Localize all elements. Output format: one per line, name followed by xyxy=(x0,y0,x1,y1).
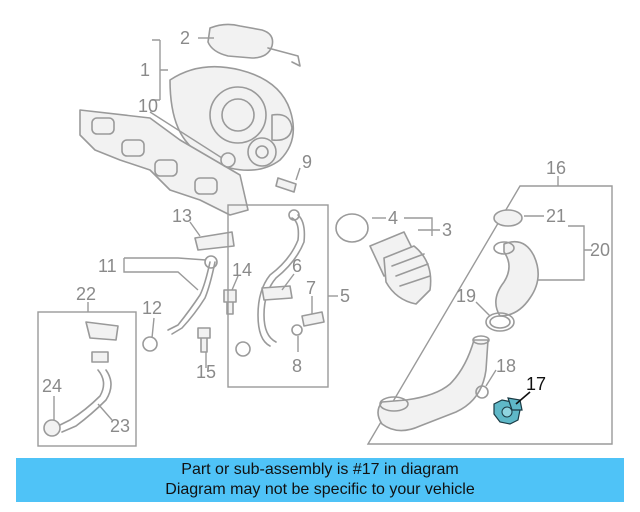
callout-10[interactable]: 10 xyxy=(138,96,158,116)
leader-3 xyxy=(404,217,440,236)
callout-3[interactable]: 3 xyxy=(442,220,452,240)
leader-19 xyxy=(475,301,491,317)
stud-bolt-9[interactable] xyxy=(275,177,297,193)
banner-part-line: Part or sub-assembly is #17 in diagram xyxy=(181,461,459,478)
leader-9 xyxy=(295,167,301,181)
callout-7[interactable]: 7 xyxy=(306,278,316,298)
callout-21[interactable]: 21 xyxy=(546,206,566,226)
group-box-22 xyxy=(37,311,137,447)
leader-12 xyxy=(151,317,155,339)
callout-2[interactable]: 2 xyxy=(180,28,190,48)
callout-4[interactable]: 4 xyxy=(388,208,398,228)
leader-11 xyxy=(123,257,207,291)
callout-9[interactable]: 9 xyxy=(302,152,312,172)
callout-18[interactable]: 18 xyxy=(496,356,516,376)
callout-1[interactable]: 1 xyxy=(140,60,150,80)
gasket-4[interactable] xyxy=(335,213,369,243)
bolt-7[interactable] xyxy=(291,311,325,336)
intake-hose-20[interactable] xyxy=(493,209,539,317)
callout-17[interactable]: 17 xyxy=(526,374,546,394)
banner-disclaimer-line: Diagram may not be specific to your vehi… xyxy=(165,481,475,498)
oil-return-pipe[interactable] xyxy=(235,209,306,357)
callout-22[interactable]: 22 xyxy=(76,284,96,304)
clamp-19[interactable] xyxy=(485,312,515,332)
coolant-pipe-assembly[interactable] xyxy=(43,321,119,437)
callout-13[interactable]: 13 xyxy=(172,206,192,226)
leader-17 xyxy=(515,391,531,405)
callout-16[interactable]: 16 xyxy=(546,158,566,178)
leader-18 xyxy=(485,369,497,387)
exhaust-manifold[interactable] xyxy=(79,109,249,216)
leader-13 xyxy=(189,221,201,237)
callout-6[interactable]: 6 xyxy=(292,256,302,276)
o-ring-18[interactable] xyxy=(475,385,489,399)
leader-14 xyxy=(231,275,239,291)
intercooler-pipe[interactable] xyxy=(377,335,490,432)
callout-11[interactable]: 11 xyxy=(98,256,117,276)
intake-connection-3[interactable] xyxy=(369,231,432,305)
banjo-bolt-14[interactable] xyxy=(223,289,237,315)
leader-6 xyxy=(281,273,295,291)
info-banner: Part or sub-assembly is #17 in diagram D… xyxy=(16,458,624,502)
group-box-16 xyxy=(366,185,613,445)
callout-23[interactable]: 23 xyxy=(110,416,130,436)
leader-1 xyxy=(152,39,168,101)
leader-10 xyxy=(149,111,223,159)
callout-15[interactable]: 15 xyxy=(196,362,216,382)
highlighted-part-17[interactable] xyxy=(493,397,523,425)
callout-5[interactable]: 5 xyxy=(340,286,350,306)
callout-20[interactable]: 20 xyxy=(590,240,610,260)
callout-19[interactable]: 19 xyxy=(456,286,476,306)
turbo-gasket[interactable] xyxy=(220,152,236,168)
leader-20 xyxy=(538,225,592,281)
callout-8[interactable]: 8 xyxy=(292,356,302,376)
callout-24[interactable]: 24 xyxy=(42,376,62,396)
callout-14[interactable]: 14 xyxy=(232,260,252,280)
leader-23 xyxy=(97,403,113,421)
bolt-15[interactable] xyxy=(197,327,211,353)
callout-12[interactable]: 12 xyxy=(142,298,162,318)
oil-feed-pipe[interactable] xyxy=(142,231,235,352)
